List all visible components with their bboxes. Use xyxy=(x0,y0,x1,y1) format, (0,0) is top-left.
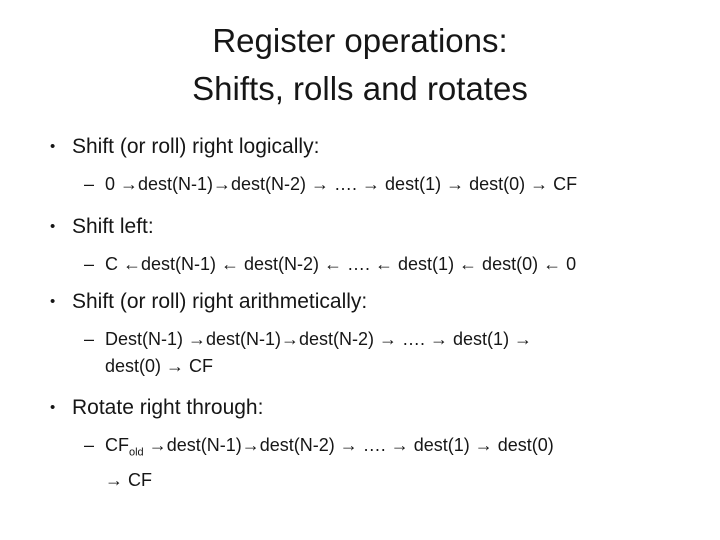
bullet-item-shift-right-logical: • Shift (or roll) right logically: xyxy=(50,133,702,163)
dash-marker: – xyxy=(84,254,95,274)
bullet-marker: • xyxy=(50,293,56,310)
slide-title-line-2: Shifts, rolls and rotates xyxy=(192,70,528,107)
bullet-sub-shift-right-arithmetic: – Dest(N-1) →dest(N-1)→dest(N-2) → …. → … xyxy=(84,326,702,380)
bullet-label: Shift left: xyxy=(72,215,154,238)
dash-marker: – xyxy=(84,174,95,194)
dash-marker: – xyxy=(84,435,95,455)
bullet-subline-continuation: → CF xyxy=(105,469,152,490)
bullet-subline: – CFold →dest(N-1)→dest(N-2) → …. → dest… xyxy=(84,432,702,467)
cf-old-subscript: old xyxy=(129,446,144,459)
bullet-item-shift-left: • Shift left: xyxy=(50,213,702,243)
bullet-sub-rotate-right: – CFold →dest(N-1)→dest(N-2) → …. → dest… xyxy=(84,432,702,494)
bullet-marker: • xyxy=(50,138,56,155)
bullet-label: Shift (or roll) right logically: xyxy=(72,135,320,158)
bullet-subline: – 0 →dest(N-1)→dest(N-2) → …. → dest(1) … xyxy=(84,171,702,198)
bullet-sub-shift-right-logical: – 0 →dest(N-1)→dest(N-2) → …. → dest(1) … xyxy=(84,171,702,198)
bullet-label: Rotate right through: xyxy=(72,396,264,419)
dash-marker: – xyxy=(84,329,95,349)
slide-title-line-1: Register operations: xyxy=(212,22,508,59)
slide-body: • Shift (or roll) right logically: – 0 →… xyxy=(0,113,720,494)
bullet-label: Shift (or roll) right arithmetically: xyxy=(72,290,368,313)
subline-text: 0 →dest(N-1)→dest(N-2) → …. → dest(1) → … xyxy=(105,174,578,194)
bullet-subline: – C ←dest(N-1) ← dest(N-2) ← …. ← dest(1… xyxy=(84,251,702,278)
bullet-item-rotate-right: • Rotate right through: xyxy=(50,394,702,424)
bullet-item-shift-right-arithmetic: • Shift (or roll) right arithmetically: xyxy=(50,288,702,318)
cf-old-rest: →dest(N-1)→dest(N-2) → …. → dest(1) → de… xyxy=(143,435,554,455)
bullet-sub-shift-left: – C ←dest(N-1) ← dest(N-2) ← …. ← dest(1… xyxy=(84,251,702,278)
cf-old-base: CF xyxy=(105,435,129,455)
subline-text: C ←dest(N-1) ← dest(N-2) ← …. ← dest(1) … xyxy=(105,254,577,274)
bullet-subline-continuation: dest(0) → CF xyxy=(105,356,214,376)
bullet-marker: • xyxy=(50,218,56,235)
bullet-marker: • xyxy=(50,399,56,416)
subline-text: CFold →dest(N-1)→dest(N-2) → …. → dest(1… xyxy=(105,432,554,467)
bullet-subline: – Dest(N-1) →dest(N-1)→dest(N-2) → …. → … xyxy=(84,326,702,353)
subline-text: Dest(N-1) →dest(N-1)→dest(N-2) → …. → de… xyxy=(105,329,533,349)
slide-title: Register operations: Shifts, rolls and r… xyxy=(0,0,720,113)
